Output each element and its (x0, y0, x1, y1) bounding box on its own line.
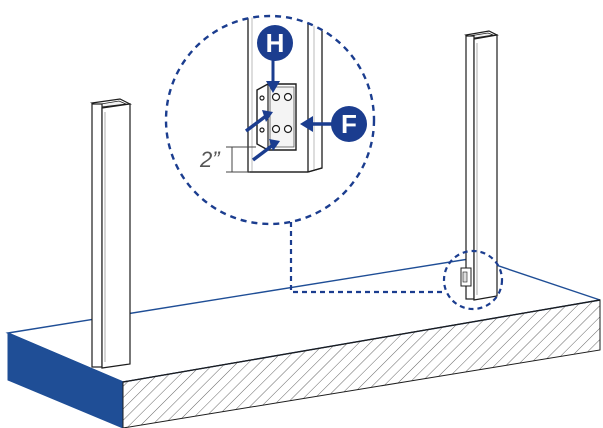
right-post (460, 30, 499, 301)
callout-h-marker: H (257, 25, 293, 61)
callout-f-label: F (341, 109, 357, 139)
zoom-detail (164, 14, 376, 226)
zoom-bracket (256, 83, 297, 151)
deck-platform (5, 257, 601, 428)
deck-left-edge (7, 332, 124, 428)
detail-leader-line (289, 222, 444, 294)
bracket-screws (259, 92, 293, 134)
left-post (90, 98, 132, 369)
callout-h-label: H (266, 28, 285, 58)
callout-arrows (244, 60, 334, 162)
dimension-marker (226, 146, 256, 173)
dimension-label: 2” (199, 147, 221, 172)
callout-f-marker: F (331, 106, 367, 142)
detail-target-circle (442, 249, 504, 311)
